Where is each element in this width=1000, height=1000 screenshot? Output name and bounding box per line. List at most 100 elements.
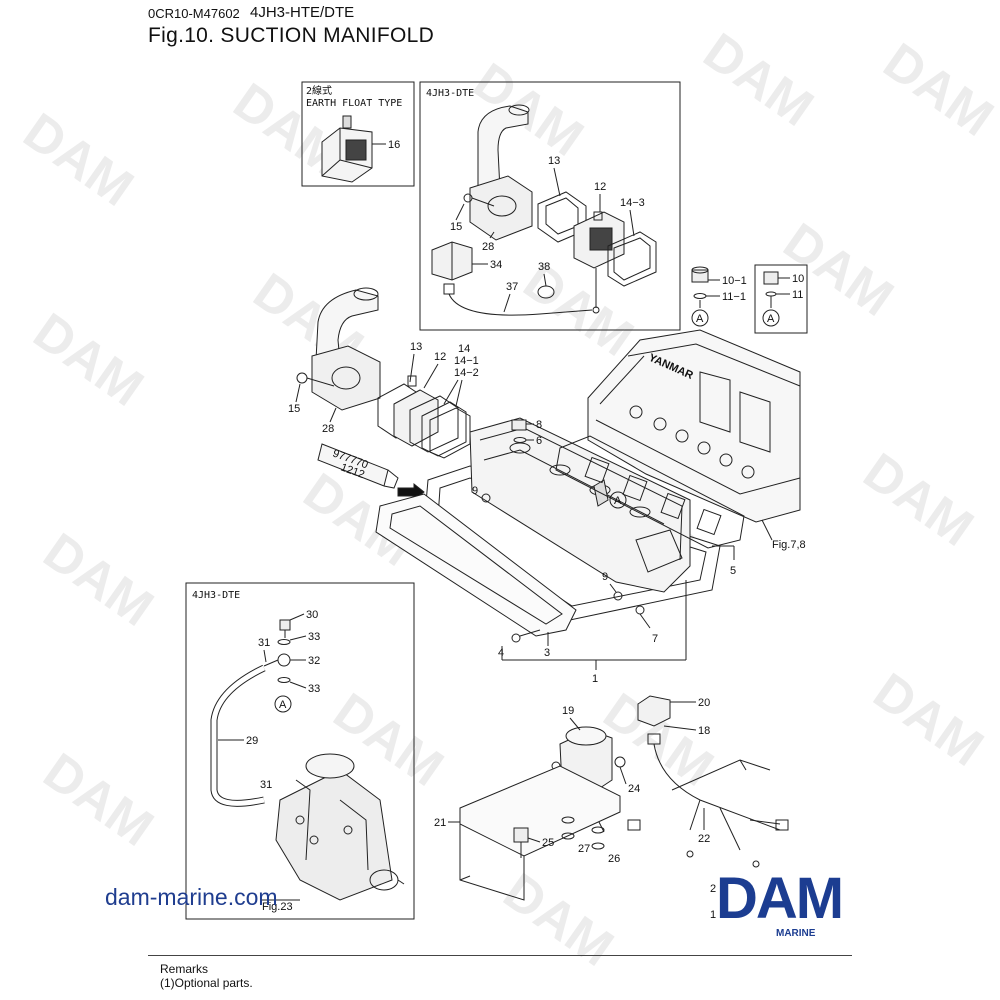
hose-29 [210,664,266,807]
bolt-25 [513,827,541,858]
bolt-15-top [463,193,495,207]
callout-12: 12 [434,351,446,363]
banjo-32 [263,653,306,667]
watermark-text: DAM [33,742,163,857]
callout-38: 38 [538,261,550,273]
callout-14: 14 [458,343,470,355]
callout-14-1: 14−1 [454,355,479,367]
callout-19: 19 [562,705,574,717]
callout-10-1: 10−1 [722,275,747,287]
inset-dte-top: 4JH3-DTE 15 28 13 [419,81,681,331]
bolt-4 [511,629,541,643]
callout-32: 32 [308,655,320,667]
callout-27: 27 [578,843,590,855]
callout-24: 24 [628,783,640,795]
heater-12 [393,375,439,447]
callout-21: 21 [434,817,446,829]
callout-34: 34 [490,259,502,271]
ref-a-marker: A [279,699,287,711]
remarks-item: (1)Optional parts. [160,976,253,990]
callout-20: 20 [698,697,710,709]
ref-a-marker: A [614,495,622,507]
callout-1-partial: 1 [710,909,716,921]
callout-12: 12 [594,181,606,193]
intake-elbow-28 [311,287,381,411]
callout-31: 31 [258,637,270,649]
callout-13: 13 [410,341,422,353]
callout-37: 37 [506,281,518,293]
inset-label-dte-left: 4JH3-DTE [192,590,240,601]
remarks-divider [148,955,852,956]
engine-model: 4JH3-HTE/DTE [250,4,355,21]
callout-8: 8 [536,419,542,431]
logo-sub-text: MARINE [776,928,816,939]
bolt-7 [635,605,651,629]
callout-30: 30 [306,609,318,621]
callout-29: 29 [246,735,258,747]
engine-cylinder-head: YANMAR [587,329,801,523]
nuts-27 [561,816,575,840]
watermark-text: DAM [693,22,823,137]
site-url[interactable]: dam-marine.com [105,884,278,910]
heater-12-top [573,211,625,314]
callout-26: 26 [608,853,620,865]
watermark-text: DAM [863,662,993,777]
figure-reference-23: Fig.23 [262,901,293,913]
figure-title: Fig.10. SUCTION MANIFOLD [148,24,435,47]
callout-11: 11 [792,289,803,301]
callout-11-1: 11−1 [722,291,746,303]
bolt-24 [614,756,627,785]
inset-label-jp: 2線式 [306,84,332,97]
ref-a-marker: A [767,313,775,325]
figure-reference-7-8: Fig.7,8 [772,539,806,551]
watermark-text: DAM [513,252,643,367]
intake-elbow-28-top [469,104,533,241]
relay-20 [637,695,696,727]
callout-25: 25 [542,837,554,849]
callout-14-2: 14−2 [454,367,479,379]
callout-15: 15 [450,221,462,233]
injection-pump [275,753,405,901]
gasket-14-3-top [607,231,657,287]
callout-33: 33 [308,631,320,643]
callout-15: 15 [288,403,300,415]
watermark-text: DAM [13,102,143,217]
callout-13: 13 [548,155,560,167]
intake-gasket-5 [555,435,745,549]
gasket-long-inner [375,493,577,637]
callout-33: 33 [308,683,320,695]
watermark-text: DAM [773,212,903,327]
inset-earth-float: 2線式 EARTH FLOAT TYPE 16 [301,81,415,187]
ref-a-marker: A [696,313,704,325]
callout-16: 16 [388,139,400,151]
callout-6: 6 [536,435,542,447]
bolt-30 [279,613,305,638]
callout-9: 9 [602,571,608,583]
drawing-code: 0CR10-M47602 [148,6,240,21]
callout-31: 31 [260,779,272,791]
callout-3: 3 [544,647,550,659]
remarks-title: Remarks [160,962,209,976]
nuts-26 [591,826,605,850]
inset-dte-left: 4JH3-DTE 30 33 32 33 A 31 [185,582,415,920]
bracket-21 [459,765,621,901]
callout-1: 1 [592,673,598,685]
callout-9: 9 [472,485,478,497]
inset-label-dte-top: 4JH3-DTE [426,88,474,99]
dam-marine-logo: DAM MARINE [716,868,900,948]
callout-28: 28 [482,241,494,253]
watermark-text: DAM [33,522,163,637]
callout-2-partial: 2 [710,883,716,895]
callout-28: 28 [322,423,334,435]
callout-5: 5 [730,565,736,577]
logo-main-text: DAM [716,866,844,931]
relay-unit-16 [321,115,386,183]
callout-7: 7 [652,633,658,645]
ref-a-circle [609,491,627,509]
callout-14-3: 14−3 [620,197,645,209]
plug-10-group: 10 11 A [754,264,808,334]
bolt-15 [296,372,335,387]
wire-harness-22 [627,743,789,868]
callout-10: 10 [792,273,804,285]
